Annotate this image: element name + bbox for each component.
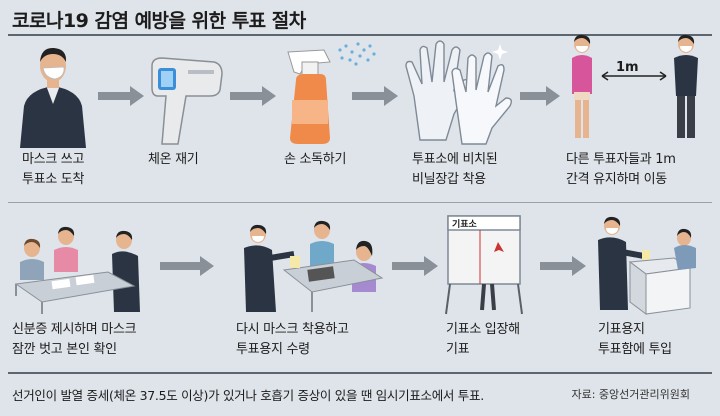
arrow-right-icon xyxy=(520,86,560,110)
title-divider xyxy=(8,34,712,36)
plastic-gloves-icon xyxy=(400,36,520,148)
row-divider xyxy=(8,202,712,203)
arrow-right-icon xyxy=(230,86,276,110)
thermometer-gun-icon xyxy=(148,56,224,148)
arrow-right-icon xyxy=(392,256,438,280)
step2-caption: 체온 재기 xyxy=(148,152,199,167)
arrow-right-icon xyxy=(540,256,586,280)
arrow-right-icon xyxy=(160,256,214,280)
arrow-right-icon xyxy=(98,86,144,110)
distancing-people-icon xyxy=(562,34,706,142)
ballot-receipt-desk-icon xyxy=(224,212,384,314)
source-credit: 자료: 중앙선거관리위원회 xyxy=(571,388,690,401)
footer-divider xyxy=(8,372,712,374)
step3-caption: 손 소독하기 xyxy=(284,152,347,167)
booth-sign: 기표소 xyxy=(452,220,477,230)
masked-voter-icon xyxy=(14,44,92,148)
page-title: 코로나19 감염 예방을 위한 투표 절차 xyxy=(12,10,306,32)
sanitizer-spray-icon xyxy=(280,40,380,148)
voting-booth-icon xyxy=(444,212,524,316)
distance-label: 1m xyxy=(616,60,639,75)
footer-note: 선거인이 발열 증세(체온 37.5도 이상)가 있거나 호흡기 증상이 있을 … xyxy=(12,388,484,403)
arrow-right-icon xyxy=(352,86,398,110)
ballot-box-icon xyxy=(590,212,700,316)
id-check-desk-icon xyxy=(12,214,152,314)
